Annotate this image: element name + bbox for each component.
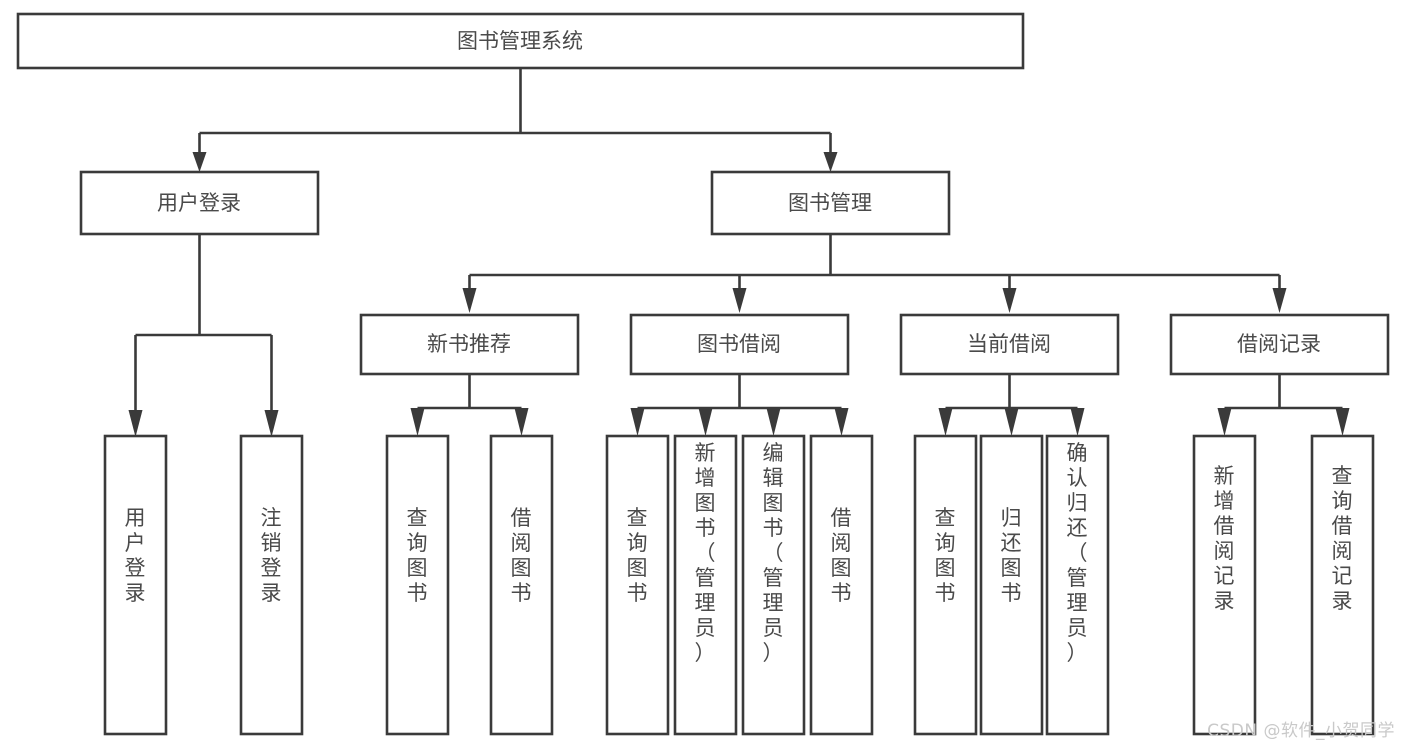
node-book-management-box[interactable] — [710, 170, 951, 236]
node-current-borrow[interactable]: 当前借阅 — [899, 313, 1120, 376]
node-leaf-query-book-2[interactable]: 查询图书 — [605, 434, 670, 736]
node-leaf-edit-book-box[interactable] — [741, 434, 806, 736]
arrow-to-current-borrow — [1002, 288, 1017, 313]
node-leaf-query-book-1[interactable]: 查询图书 — [385, 434, 450, 736]
node-borrow-record-label: 借阅记录 — [1237, 332, 1321, 356]
node-leaf-query-record[interactable]: 查询借阅记录 — [1310, 434, 1375, 736]
node-leaf-query-book-3[interactable]: 查询图书 — [913, 434, 978, 736]
node-borrow-record-box[interactable] — [1169, 313, 1390, 376]
node-leaf-user-login-label: 用户登录 — [125, 506, 146, 605]
node-current-borrow-box[interactable] — [899, 313, 1120, 376]
arrow-to-leaf-return-book — [1004, 408, 1019, 436]
node-book-borrow[interactable]: 图书借阅 — [629, 313, 850, 376]
node-book-management-label: 图书管理 — [788, 191, 872, 215]
node-book-management[interactable]: 图书管理 — [710, 170, 951, 236]
node-leaf-borrow-book-1[interactable]: 借阅图书 — [489, 434, 554, 736]
node-leaf-borrow-book-1-label: 借阅图书 — [511, 506, 532, 605]
node-leaf-query-book-2-label: 查询图书 — [627, 506, 648, 605]
node-book-borrow-box[interactable] — [629, 313, 850, 376]
node-leaf-query-book-3-box[interactable] — [913, 434, 978, 736]
node-new-book-recommend-label: 新书推荐 — [427, 332, 511, 356]
arrow-to-leaf-add-book — [698, 408, 713, 436]
node-user-login[interactable]: 用户登录 — [79, 170, 320, 236]
node-leaf-user-login[interactable]: 用户登录 — [103, 434, 168, 736]
csdn-watermark: CSDN @软件_小贺同学 — [1207, 721, 1395, 741]
arrow-to-borrow-record — [1272, 288, 1287, 313]
node-leaf-edit-book-label: 编辑图书（管理员） — [763, 441, 784, 665]
arrow-to-book-management — [823, 152, 838, 172]
node-leaf-borrow-book-2-box[interactable] — [809, 434, 874, 736]
node-root[interactable]: 图书管理系统 — [16, 12, 1025, 70]
arrow-to-leaf-confirm-return — [1070, 408, 1085, 436]
node-leaf-query-book-3-label: 查询图书 — [935, 506, 956, 605]
arrow-to-leaf-user-login — [128, 410, 143, 437]
arrow-to-leaf-borrow-book-2 — [834, 408, 849, 436]
arrow-to-user-login — [192, 152, 207, 172]
arrow-to-leaf-add-record — [1217, 408, 1232, 436]
node-leaf-add-record-box[interactable] — [1192, 434, 1257, 736]
node-borrow-record[interactable]: 借阅记录 — [1169, 313, 1390, 376]
node-leaf-return-book-box[interactable] — [979, 434, 1044, 736]
node-user-login-box[interactable] — [79, 170, 320, 236]
node-leaf-add-book-box[interactable] — [673, 434, 738, 736]
arrow-to-leaf-edit-book — [766, 408, 781, 436]
arrow-to-leaf-query-book-3 — [938, 408, 953, 436]
node-leaf-user-login-box[interactable] — [103, 434, 168, 736]
node-new-book-recommend[interactable]: 新书推荐 — [359, 313, 580, 376]
arrow-to-new-book-recommend — [462, 288, 477, 313]
node-leaf-confirm-return-label: 确认归还（管理员） — [1067, 441, 1088, 665]
node-new-book-recommend-box[interactable] — [359, 313, 580, 376]
node-book-borrow-label: 图书借阅 — [697, 332, 781, 356]
node-root-label: 图书管理系统 — [457, 29, 583, 53]
node-leaf-edit-book[interactable]: 编辑图书（管理员） — [741, 434, 806, 736]
node-leaf-query-book-1-label: 查询图书 — [407, 506, 428, 605]
node-leaf-borrow-book-2[interactable]: 借阅图书 — [809, 434, 874, 736]
node-leaf-add-book[interactable]: 新增图书（管理员） — [673, 434, 738, 736]
node-leaf-query-record-label: 查询借阅记录 — [1332, 464, 1353, 613]
node-leaf-confirm-return-box[interactable] — [1045, 434, 1110, 736]
node-leaf-user-logout-box[interactable] — [239, 434, 304, 736]
node-leaf-borrow-book-2-label: 借阅图书 — [831, 506, 852, 605]
node-leaf-confirm-return[interactable]: 确认归还（管理员） — [1045, 434, 1110, 736]
arrow-to-book-borrow — [732, 288, 747, 313]
node-leaf-query-book-2-box[interactable] — [605, 434, 670, 736]
node-user-login-label: 用户登录 — [157, 191, 241, 215]
node-root-box[interactable] — [16, 12, 1025, 70]
node-leaf-user-logout[interactable]: 注销登录 — [239, 434, 304, 736]
arrow-to-leaf-borrow-book-1 — [514, 408, 529, 436]
node-leaf-return-book-label: 归还图书 — [1001, 506, 1022, 605]
node-leaf-add-record-label: 新增借阅记录 — [1214, 464, 1235, 613]
node-leaf-query-record-box[interactable] — [1310, 434, 1375, 736]
node-leaf-add-book-label: 新增图书（管理员） — [695, 441, 716, 665]
arrow-to-leaf-user-logout — [264, 410, 279, 437]
arrow-to-leaf-query-record — [1335, 408, 1350, 436]
node-leaf-borrow-book-1-box[interactable] — [489, 434, 554, 736]
node-leaf-user-logout-label: 注销登录 — [261, 506, 282, 605]
node-current-borrow-label: 当前借阅 — [967, 332, 1051, 356]
arrow-to-leaf-query-book-2 — [630, 408, 645, 436]
connector-layer — [128, 68, 1350, 437]
node-leaf-return-book[interactable]: 归还图书 — [979, 434, 1044, 736]
node-leaf-add-record[interactable]: 新增借阅记录 — [1192, 434, 1257, 736]
arrow-to-leaf-query-book-1 — [410, 408, 425, 436]
node-leaf-query-book-1-box[interactable] — [385, 434, 450, 736]
